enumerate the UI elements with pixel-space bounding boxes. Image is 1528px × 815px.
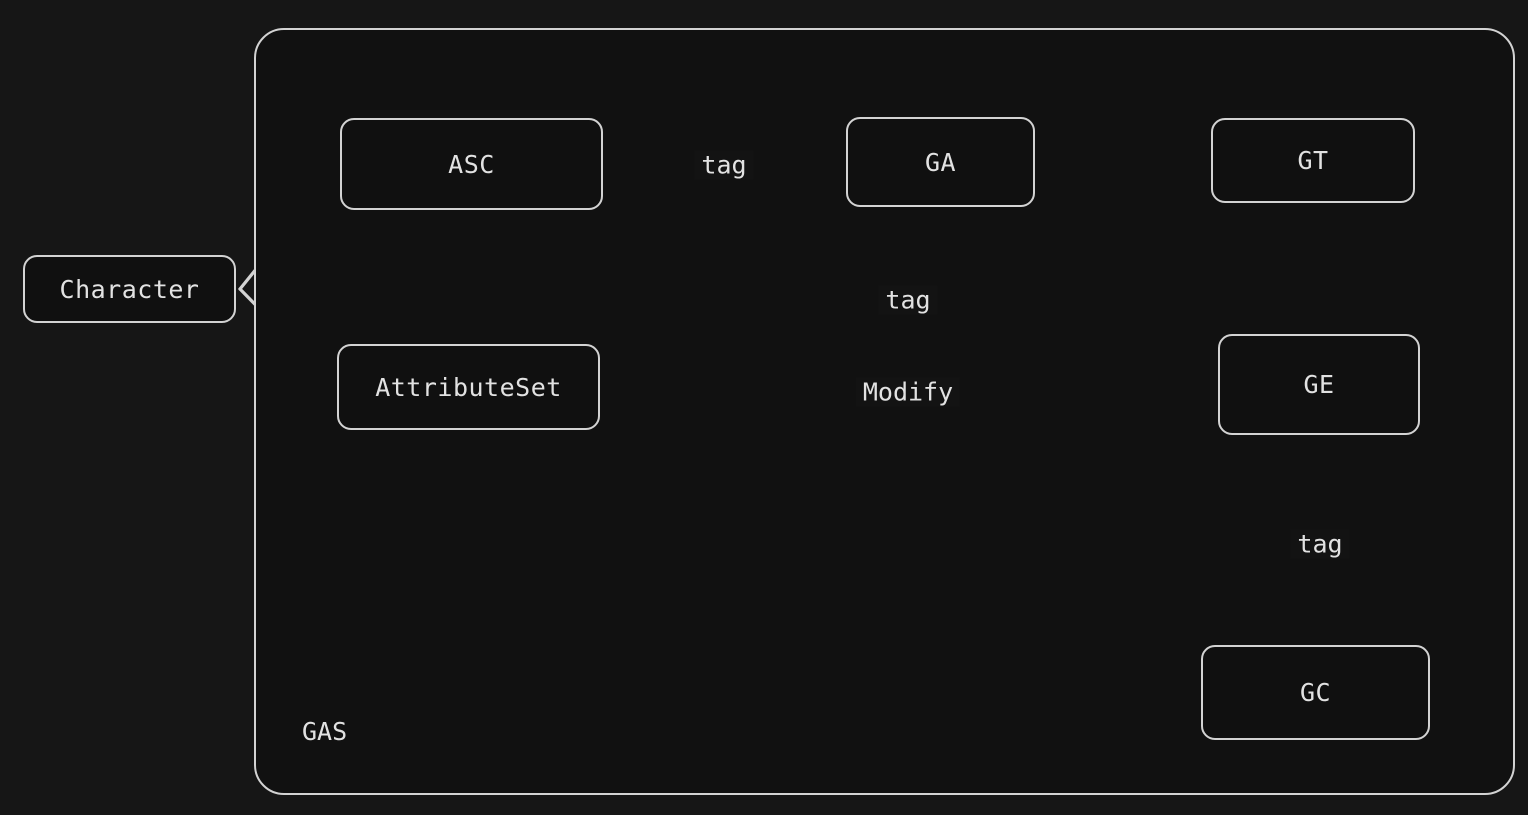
node-ga-label: GA xyxy=(924,147,957,177)
edge-label-asc-ga: tag xyxy=(694,150,754,180)
node-attributeset-label: AttributeSet xyxy=(375,372,562,402)
node-gt-label: GT xyxy=(1297,146,1329,175)
node-asc-label: ASC xyxy=(448,149,495,179)
cluster-gas-label: GAS xyxy=(302,717,348,746)
node-gt[interactable]: GT xyxy=(1211,118,1415,203)
node-ge[interactable]: GE xyxy=(1218,334,1420,435)
node-attributeset[interactable]: AttributeSet xyxy=(337,344,600,430)
edge-label-ge-asc: tag xyxy=(878,285,938,315)
node-gc[interactable]: GC xyxy=(1201,645,1430,740)
node-ga[interactable]: GA xyxy=(846,117,1035,207)
node-asc[interactable]: ASC xyxy=(340,118,603,210)
node-character-label: Character xyxy=(59,274,200,304)
node-character[interactable]: Character xyxy=(23,255,236,323)
node-ge-label: GE xyxy=(1303,370,1335,399)
edge-label-ge-attributeset: Modify xyxy=(855,377,961,407)
node-gc-label: GC xyxy=(1299,678,1332,707)
edge-label-ge-gc: tag xyxy=(1290,529,1350,559)
